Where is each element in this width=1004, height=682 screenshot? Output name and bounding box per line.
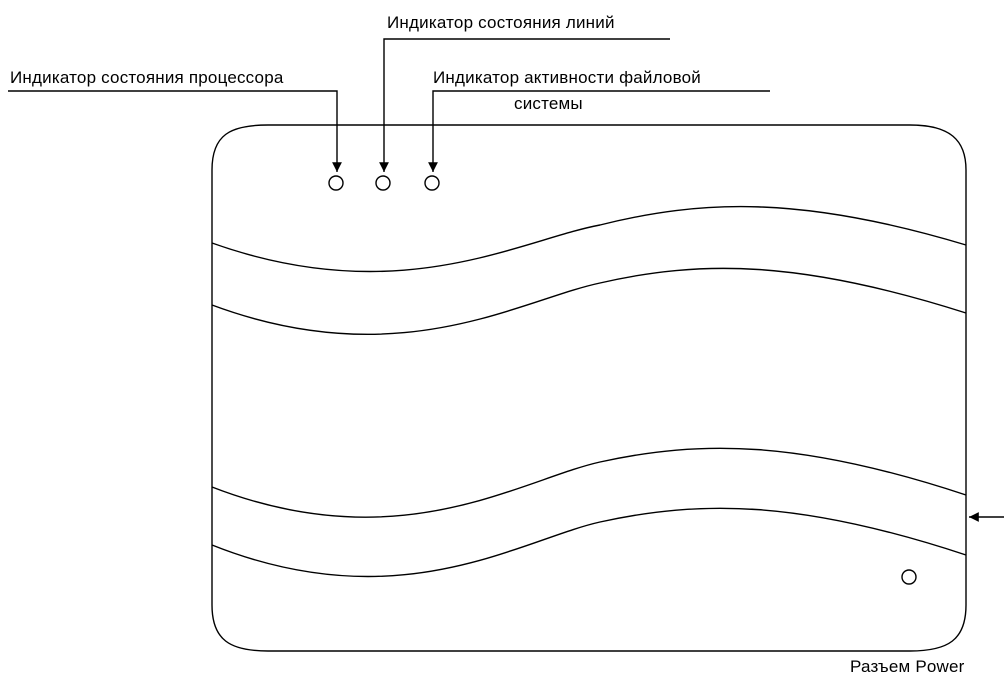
line-status-leader bbox=[379, 38, 670, 172]
wave-band-line-4 bbox=[211, 507, 967, 578]
power-connector-port bbox=[901, 569, 917, 585]
wave-band-line-2 bbox=[211, 267, 967, 335]
fs-activity-leader bbox=[428, 90, 770, 172]
fs-activity-label-line1: Индикатор активности файловой bbox=[433, 68, 701, 87]
cpu-status-led bbox=[328, 175, 344, 191]
fs-activity-label-line2: системы bbox=[514, 94, 583, 113]
fs-activity-led bbox=[424, 175, 440, 191]
line-status-led bbox=[375, 175, 391, 191]
cpu-status-leader bbox=[8, 90, 342, 172]
device-body-outline bbox=[211, 124, 967, 652]
wave-band-line-1 bbox=[211, 205, 967, 273]
power-connector-label: Разъем Power bbox=[850, 657, 965, 676]
line-status-label: Индикатор состояния линий bbox=[387, 13, 615, 32]
wave-band-line-3 bbox=[211, 447, 967, 518]
cpu-status-label: Индикатор состояния процессора bbox=[10, 68, 284, 87]
